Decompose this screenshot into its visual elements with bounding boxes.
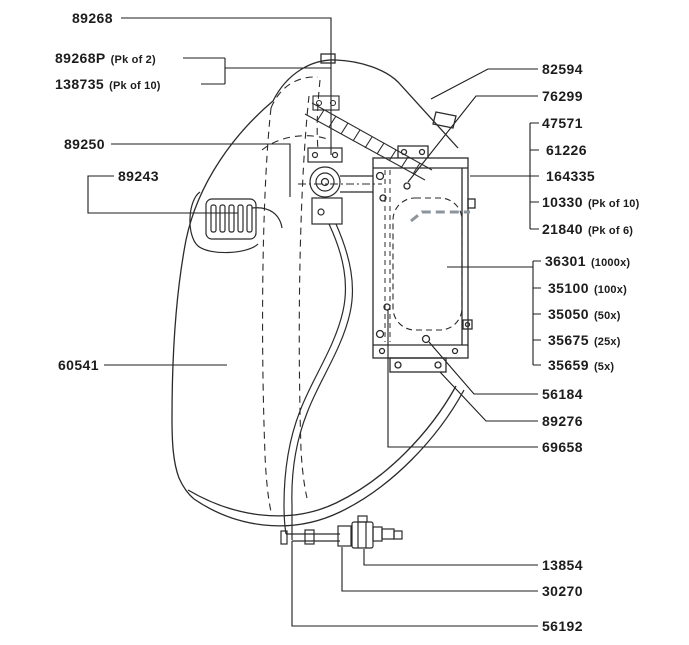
- part-number: 89243: [118, 168, 159, 184]
- part-label-89276: 89276: [542, 413, 583, 430]
- part-number: 89276: [542, 413, 583, 429]
- part-qty: (Pk of 10): [587, 198, 640, 210]
- part-number: 89250: [64, 136, 105, 152]
- part-label-35050: 35050 (50x): [548, 306, 621, 324]
- part-label-21840: 21840 (Pk of 6): [542, 221, 633, 239]
- part-number: 76299: [542, 88, 583, 104]
- part-number: 10330: [542, 194, 583, 210]
- part-number: 21840: [542, 221, 583, 237]
- part-label-47571: 47571: [542, 115, 583, 132]
- part-label-61226: 61226: [546, 142, 587, 159]
- ratchet-adjuster: [189, 191, 283, 254]
- part-number: 35050: [548, 306, 589, 322]
- part-qty: (100x): [593, 284, 627, 296]
- part-label-56192: 56192: [542, 618, 583, 635]
- part-number: 13854: [542, 557, 583, 573]
- part-label-138735: 138735 (Pk of 10): [55, 76, 161, 94]
- lens-frame-assembly: [372, 111, 476, 373]
- part-label-164335: 164335: [546, 168, 595, 185]
- part-number: 69658: [542, 439, 583, 455]
- part-label-13854: 13854: [542, 557, 583, 574]
- part-number: 30270: [542, 583, 583, 599]
- part-label-89268: 89268: [72, 10, 113, 27]
- part-number: 56184: [542, 386, 583, 402]
- inner-shell-dashed: [261, 76, 331, 517]
- part-label-69658: 69658: [542, 439, 583, 456]
- part-number: 138735: [55, 76, 105, 92]
- part-number: 35100: [548, 280, 589, 296]
- part-number: 61226: [546, 142, 587, 158]
- part-qty: (50x): [593, 310, 621, 322]
- part-number: 47571: [542, 115, 583, 131]
- part-number: 89268: [72, 10, 113, 26]
- pivot-assembly: [298, 147, 382, 225]
- part-label-76299: 76299: [542, 88, 583, 105]
- part-label-30270: 30270: [542, 583, 583, 600]
- part-qty: (Pk of 10): [109, 80, 161, 92]
- part-number: 82594: [542, 61, 583, 77]
- hood-outline: [171, 53, 465, 527]
- part-label-35659: 35659 (5x): [548, 357, 614, 375]
- part-label-60541: 60541: [58, 357, 99, 374]
- part-qty: (5x): [593, 361, 615, 373]
- part-qty: (1000x): [590, 257, 631, 269]
- part-label-10330: 10330 (Pk of 10): [542, 194, 639, 212]
- part-label-89243: 89243: [118, 168, 159, 185]
- part-label-35100: 35100 (100x): [548, 280, 627, 298]
- part-number: 89268P: [55, 50, 106, 66]
- part-label-35675: 35675 (25x): [548, 332, 621, 350]
- part-number: 35659: [548, 357, 589, 373]
- part-number: 56192: [542, 618, 583, 634]
- air-control-valve: [337, 515, 403, 549]
- breathing-tube: [280, 223, 354, 545]
- part-label-89268P: 89268P (Pk of 2): [55, 50, 156, 68]
- part-qty: (Pk of 2): [110, 54, 156, 66]
- part-label-89250: 89250: [64, 136, 105, 153]
- part-number: 60541: [58, 357, 99, 373]
- part-label-36301: 36301 (1000x): [545, 253, 630, 271]
- part-number: 36301: [545, 253, 586, 269]
- part-qty: (25x): [593, 336, 621, 348]
- part-qty: (Pk of 6): [587, 225, 634, 237]
- part-label-56184: 56184: [542, 386, 583, 403]
- gasket: [410, 210, 470, 223]
- part-label-82594: 82594: [542, 61, 583, 78]
- part-number: 35675: [548, 332, 589, 348]
- part-number: 164335: [546, 168, 596, 184]
